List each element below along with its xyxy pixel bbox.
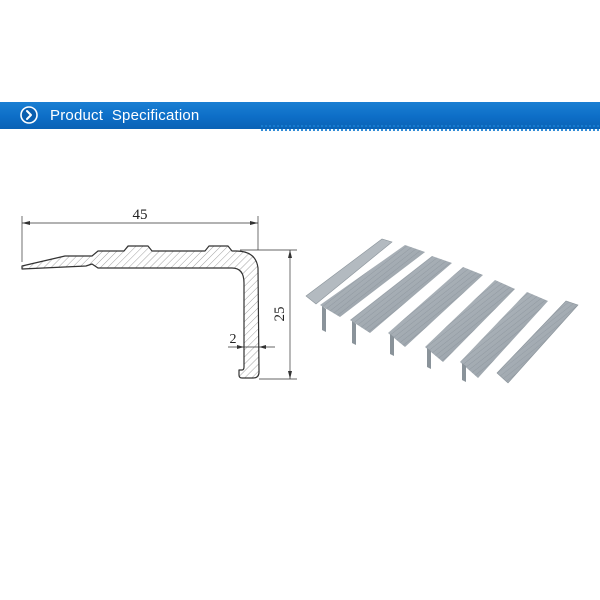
product-photo [305, 238, 579, 384]
width-dimension-label: 45 [133, 207, 148, 223]
profile-technical-drawing: 45 25 2 [21, 207, 297, 380]
thickness-arrow-left [237, 345, 244, 349]
profile-strip [350, 256, 452, 345]
profile-strip [460, 292, 548, 382]
profile-cross-section [21, 245, 260, 379]
section-title: Product Specification [50, 107, 200, 124]
profile-strip [320, 245, 425, 332]
width-arrow-left [22, 221, 30, 225]
chevron-right-circle-icon [20, 106, 38, 124]
height-arrow-bottom [288, 371, 292, 379]
profile-strip [305, 238, 393, 305]
header-dot-pattern [260, 124, 600, 132]
profile-strip-ribs [497, 301, 578, 383]
profile-strip [388, 267, 483, 356]
thickness-arrow-right [259, 345, 266, 349]
height-dimension-label: 25 [272, 307, 288, 322]
width-arrow-right [250, 221, 258, 225]
profile-strip [425, 280, 515, 369]
height-arrow-top [288, 250, 292, 258]
thickness-dimension-label: 2 [230, 332, 237, 347]
